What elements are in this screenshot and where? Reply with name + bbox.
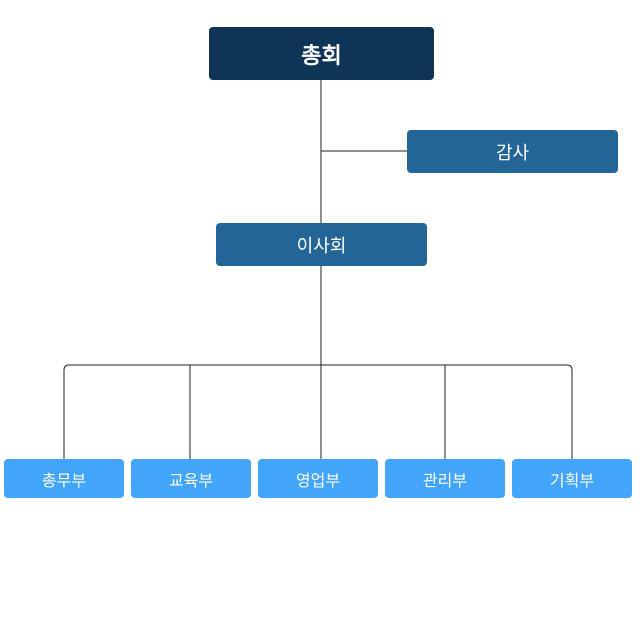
department-label: 교육부	[168, 470, 214, 490]
department-node-planning: 기획부	[512, 459, 632, 498]
department-node-general-affairs: 총무부	[4, 459, 124, 498]
department-label: 기획부	[549, 470, 595, 490]
department-node-sales: 영업부	[258, 459, 378, 498]
line-department-bus	[63, 364, 573, 459]
audit-label: 감사	[495, 142, 530, 164]
department-label: 총무부	[41, 470, 87, 490]
department-label: 영업부	[295, 470, 341, 490]
general-assembly-node: 총회	[209, 27, 434, 80]
department-label: 관리부	[422, 470, 468, 490]
department-node-education: 교육부	[131, 459, 251, 498]
audit-node: 감사	[407, 130, 618, 173]
board-label: 이사회	[296, 235, 347, 257]
board-node: 이사회	[216, 223, 427, 266]
department-node-management: 관리부	[385, 459, 505, 498]
general-assembly-label: 총회	[301, 43, 342, 69]
